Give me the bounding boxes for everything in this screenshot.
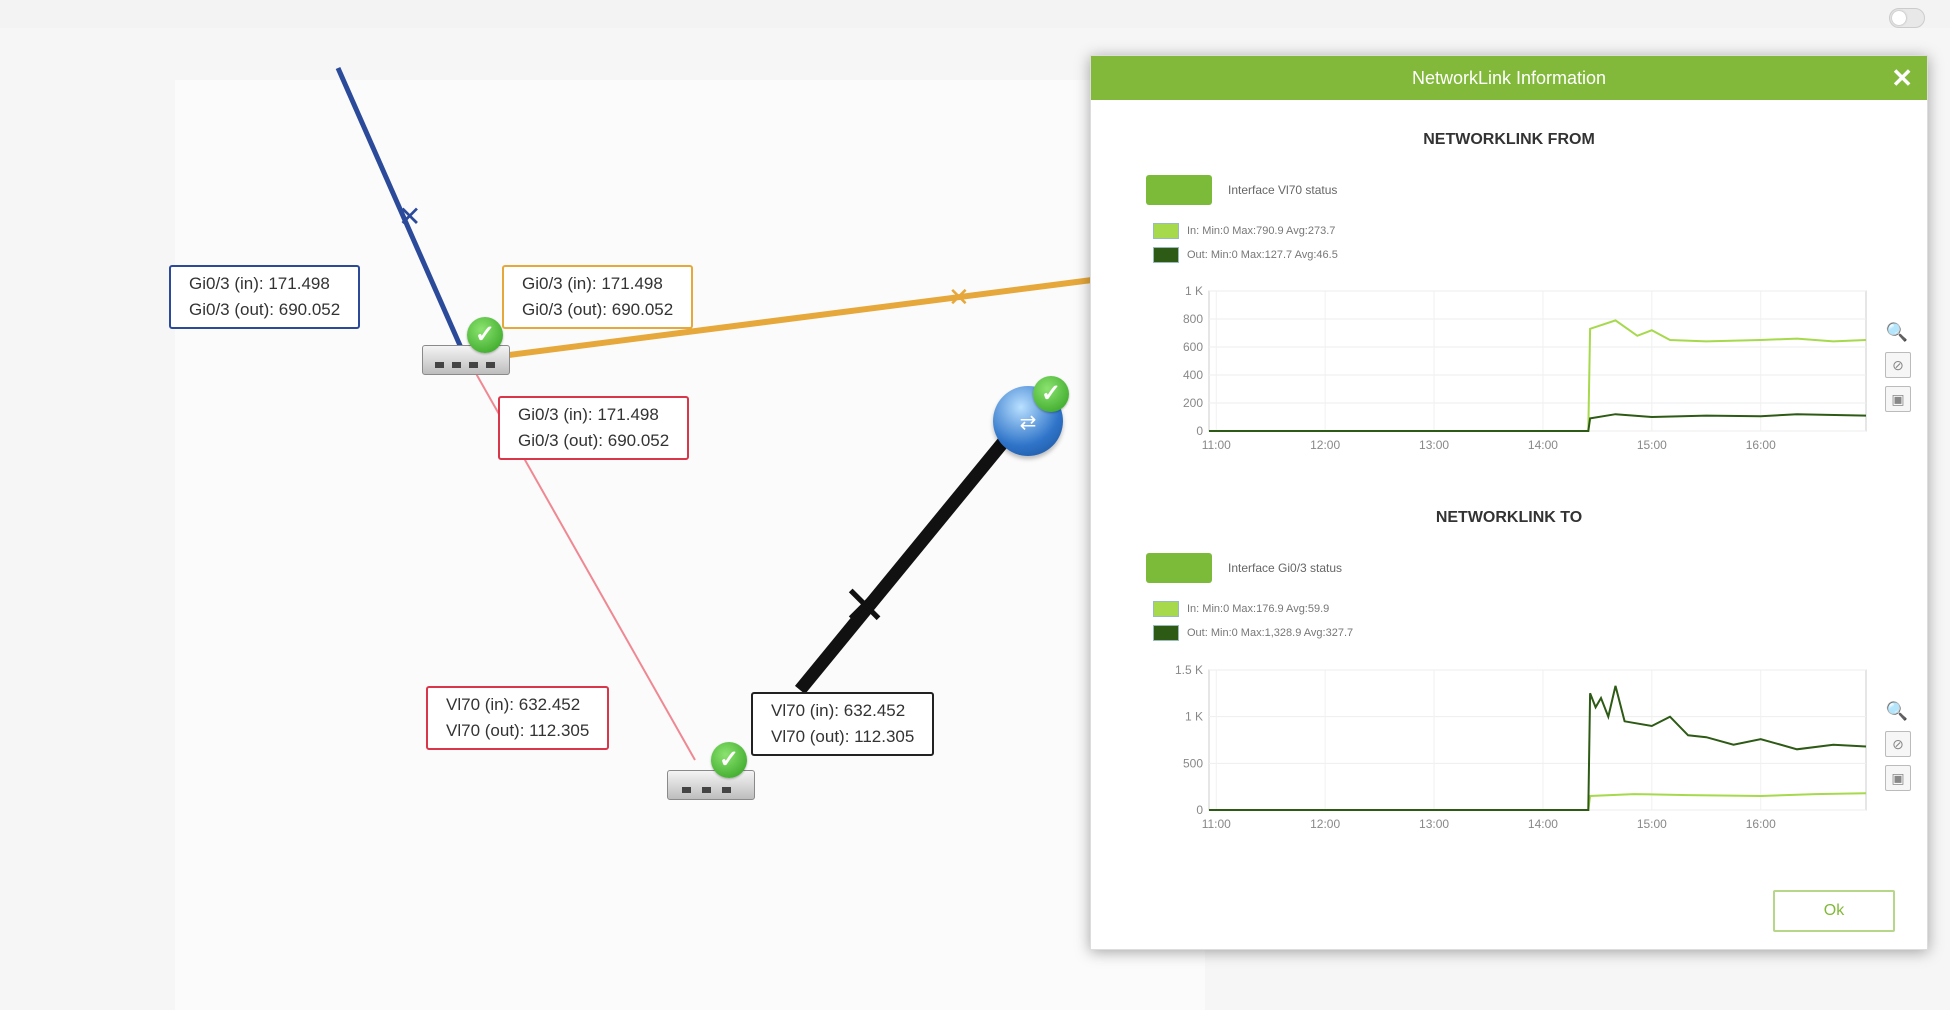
map-background [175, 80, 1205, 1010]
legend-swatch-in [1153, 223, 1179, 239]
legend-swatch-out [1153, 625, 1179, 641]
y-tick-label: 600 [1183, 340, 1203, 354]
y-tick-label: 500 [1183, 756, 1203, 770]
legend-out-to[interactable]: Out: Min:0 Max:1,328.9 Avg:327.7 [1153, 625, 1353, 641]
status-row-from: Interface Vl70 status [1146, 175, 1337, 205]
y-tick-label: 200 [1183, 396, 1203, 410]
legend-out-from[interactable]: Out: Min:0 Max:127.7 Avg:46.5 [1153, 247, 1338, 263]
image-export-icon[interactable]: ▣ [1885, 386, 1911, 412]
link-label-red[interactable]: Gi0/3 (in): 171.498 Gi0/3 (out): 690.052 [498, 396, 690, 460]
y-tick-label: 0 [1196, 803, 1203, 817]
toggle-knob [1892, 11, 1906, 25]
legend-in-to[interactable]: In: Min:0 Max:176.9 Avg:59.9 [1153, 601, 1329, 617]
link-marker-blue: ✕ [398, 201, 421, 232]
link-line-black [794, 435, 1011, 695]
status-swatch [1146, 553, 1212, 583]
link-marker-orange: ✕ [948, 282, 970, 312]
status-label: Interface Vl70 status [1228, 183, 1338, 197]
link-line-orange [469, 277, 1093, 363]
link-marker-black: ✕ [842, 576, 887, 636]
switch-device-bottom[interactable]: ✓ [667, 742, 755, 800]
modal-header: NetworkLink Information ✕ [1091, 56, 1927, 100]
ok-button[interactable]: Ok [1773, 890, 1895, 932]
chart-to[interactable]: 0 500 1 K 1.5 K 11:00 12:00 13:00 14:00 15:00 16:… [1161, 660, 1881, 842]
series-line-out [1209, 413, 1867, 432]
y-tick-label: 400 [1183, 368, 1203, 382]
switch-device-top[interactable]: ✓ [422, 317, 510, 375]
link-out-value: Gi0/3 (out): 690.052 [518, 431, 670, 450]
legend-label: Out: Min:0 Max:1,328.9 Avg:327.7 [1187, 627, 1354, 639]
x-tick-label: 11:00 [1202, 438, 1231, 452]
status-ok-icon: ✓ [711, 742, 747, 778]
status-label: Interface Gi0/3 status [1228, 561, 1343, 575]
y-tick-label: 800 [1183, 312, 1203, 326]
status-ok-icon: ✓ [1033, 376, 1069, 412]
networklink-info-modal: NetworkLink Information ✕ NETWORKLINK FR… [1090, 55, 1928, 950]
link-label-orange[interactable]: Gi0/3 (in): 171.498 Gi0/3 (out): 690.052 [502, 265, 694, 329]
link-out-value: Gi0/3 (out): 690.052 [522, 300, 674, 319]
status-ok-icon: ✓ [467, 317, 503, 353]
close-icon[interactable]: ✕ [1891, 63, 1913, 93]
status-swatch [1146, 175, 1212, 205]
legend-label: Out: Min:0 Max:127.7 Avg:46.5 [1187, 249, 1338, 261]
link-in-value: Vl70 (in): 632.452 [446, 695, 581, 714]
view-toggle[interactable] [1889, 8, 1925, 28]
zoom-icon[interactable]: 🔍 [1885, 322, 1909, 342]
x-tick-label: 14:00 [1528, 817, 1558, 831]
chart-tools-from: 🔍 ⊘ ▣ [1885, 320, 1911, 420]
chart-tools-to: 🔍 ⊘ ▣ [1885, 699, 1911, 799]
zoom-icon[interactable]: 🔍 [1885, 701, 1909, 721]
x-tick-label: 16:00 [1746, 817, 1776, 831]
top-bar [0, 0, 1950, 28]
chart-from[interactable]: 0 200 400 600 800 1 K 11:00 12:00 13:00 14:00 15:0… [1161, 281, 1881, 463]
crossed-graph-icon[interactable]: ⊘ [1885, 731, 1911, 757]
x-tick-label: 15:00 [1637, 817, 1667, 831]
y-tick-label: 1.5 K [1175, 663, 1203, 677]
x-tick-label: 11:00 [1202, 817, 1231, 831]
y-tick-label: 1 K [1185, 710, 1203, 724]
link-in-value: Gi0/3 (in): 171.498 [189, 274, 330, 293]
x-tick-label: 13:00 [1419, 438, 1449, 452]
link-line-blue [335, 66, 465, 352]
legend-swatch-out [1153, 247, 1179, 263]
link-out-value: Vl70 (out): 112.305 [771, 727, 915, 746]
series-line-out [1209, 685, 1867, 811]
x-tick-label: 12:00 [1310, 438, 1340, 452]
x-tick-label: 16:00 [1746, 438, 1776, 452]
legend-label: In: Min:0 Max:790.9 Avg:273.7 [1187, 225, 1336, 237]
modal-title: NetworkLink Information [1411, 68, 1607, 88]
crossed-graph-icon[interactable]: ⊘ [1885, 352, 1911, 378]
series-line-in [1209, 319, 1867, 432]
legend-swatch-in [1153, 601, 1179, 617]
x-tick-label: 15:00 [1637, 438, 1667, 452]
y-tick-label: 0 [1196, 424, 1203, 438]
switch-icon [422, 345, 510, 375]
image-export-icon[interactable]: ▣ [1885, 765, 1911, 791]
section-title-to: NETWORKLINK TO [1435, 509, 1583, 526]
x-tick-label: 13:00 [1419, 817, 1449, 831]
x-tick-label: 14:00 [1528, 438, 1558, 452]
y-tick-label: 1 K [1185, 284, 1203, 298]
router-device[interactable]: ⇄ ✓ [993, 376, 1069, 456]
link-label-red-lower[interactable]: Vl70 (in): 632.452 Vl70 (out): 112.305 [426, 686, 610, 750]
link-label-blue[interactable]: Gi0/3 (in): 171.498 Gi0/3 (out): 690.052 [169, 265, 361, 329]
link-label-black[interactable]: Vl70 (in): 632.452 Vl70 (out): 112.305 [751, 692, 935, 756]
link-in-value: Gi0/3 (in): 171.498 [522, 274, 663, 293]
legend-label: In: Min:0 Max:176.9 Avg:59.9 [1187, 603, 1330, 615]
status-row-to: Interface Gi0/3 status [1146, 553, 1342, 583]
link-out-value: Vl70 (out): 112.305 [446, 721, 590, 740]
link-in-value: Vl70 (in): 632.452 [771, 701, 906, 720]
switch-icon [667, 770, 755, 800]
link-out-value: Gi0/3 (out): 690.052 [189, 300, 341, 319]
section-title-from: NETWORKLINK FROM [1423, 131, 1595, 148]
plot-area [1208, 290, 1867, 432]
link-in-value: Gi0/3 (in): 171.498 [518, 405, 659, 424]
x-tick-label: 12:00 [1310, 817, 1340, 831]
legend-in-from[interactable]: In: Min:0 Max:790.9 Avg:273.7 [1153, 223, 1335, 239]
